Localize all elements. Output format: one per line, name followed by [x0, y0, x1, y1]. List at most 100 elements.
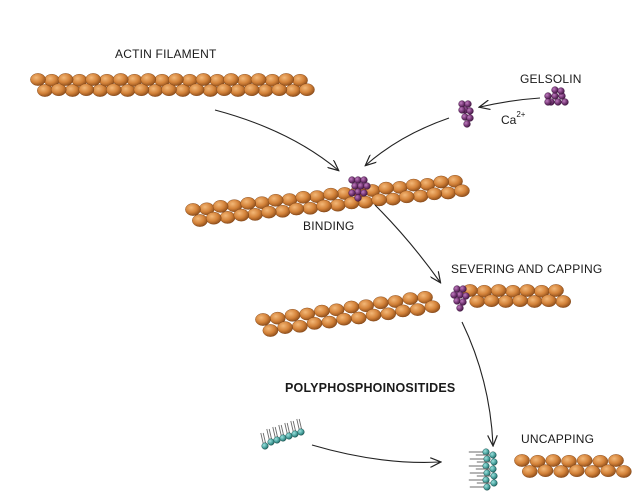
- actin-bead: [262, 324, 279, 337]
- actin-bead: [299, 83, 315, 96]
- actin-bead: [291, 319, 308, 333]
- actin-bead: [247, 208, 263, 221]
- gelsolin-cap: [450, 285, 470, 312]
- actin-bead: [212, 200, 229, 213]
- gelsolin-bead: [554, 98, 562, 106]
- actin-filament-binding: [185, 174, 470, 227]
- actin-bead: [490, 284, 507, 297]
- actin-bead: [561, 454, 577, 468]
- actin-bead: [371, 193, 388, 207]
- gelsolin-bead: [464, 100, 472, 108]
- actin-bead: [240, 197, 256, 210]
- actin-bead: [402, 292, 419, 305]
- actin-bead: [514, 454, 530, 467]
- actin-bead: [57, 73, 74, 86]
- actin-filament-uncapped: [514, 454, 632, 478]
- actin-bead: [395, 304, 411, 318]
- actin-bead: [405, 178, 422, 192]
- actin-bead: [522, 465, 538, 478]
- lipid-molecule: [469, 469, 491, 477]
- gelsolin-bead: [466, 114, 474, 122]
- arrow-severing-to-uncapping: [461, 321, 493, 445]
- lipids-bound: [468, 448, 498, 491]
- lipid-molecule: [266, 428, 275, 446]
- lipid-molecule: [260, 432, 269, 450]
- actin-bead: [219, 211, 236, 224]
- actin-bead: [350, 311, 367, 325]
- actin-bead: [106, 83, 122, 96]
- lipid-molecule: [468, 462, 490, 470]
- label-gelsolin: GELSOLIN: [520, 72, 582, 86]
- actin-bead: [288, 202, 305, 216]
- actin-bead: [569, 464, 585, 478]
- actin-bead: [343, 300, 360, 314]
- gelsolin-bead: [351, 182, 359, 190]
- gelsolin-bead: [459, 285, 467, 293]
- actin-bead: [545, 454, 562, 467]
- actin-filament-capped: [462, 284, 572, 308]
- actin-bead: [329, 198, 346, 212]
- actin-bead: [274, 204, 291, 218]
- actin-bead: [295, 190, 312, 204]
- actin-bead: [541, 294, 557, 308]
- label-actin-filament: ACTIN FILAMENT: [115, 47, 217, 61]
- actin-bead: [385, 192, 401, 206]
- arrow-binding-to-severing: [374, 204, 440, 282]
- arrow-lipid-to-uncapping: [311, 444, 440, 462]
- label-polyphosphoinositides: POLYPHOSPHOINOSITIDES: [285, 381, 456, 395]
- lipid-molecule: [290, 420, 299, 438]
- actin-bead: [316, 199, 332, 213]
- gelsolin-bound: [348, 176, 371, 202]
- gelsolin-bead: [354, 194, 362, 202]
- gelsolin-bead: [551, 86, 559, 94]
- lipid-molecule: [468, 448, 490, 456]
- actin-bead: [426, 187, 443, 201]
- actin-bead: [185, 203, 201, 216]
- actin-bead: [616, 465, 632, 478]
- actin-bead: [255, 313, 271, 326]
- actin-bead: [267, 193, 284, 207]
- actin-bead: [133, 83, 150, 96]
- actin-bead: [216, 83, 232, 96]
- actin-bead: [398, 190, 415, 204]
- actin-bead: [30, 73, 46, 86]
- actin-bead: [519, 284, 536, 297]
- actin-bead: [600, 464, 617, 478]
- lipid-molecule: [476, 458, 498, 466]
- gelsolin-bead: [360, 176, 368, 184]
- lipids-free: [260, 418, 305, 450]
- gelsolin-bead: [348, 176, 356, 184]
- actin-bead: [278, 73, 295, 86]
- lipid-molecule: [475, 451, 497, 459]
- lipid-molecule: [272, 426, 281, 444]
- actin-bead: [250, 73, 267, 86]
- actin-bead: [412, 189, 429, 203]
- actin-bead: [78, 83, 95, 96]
- lipid-molecule: [468, 476, 490, 484]
- actin-bead: [512, 294, 529, 308]
- gelsolin-bead: [456, 304, 464, 312]
- gelsolin-molecules: [348, 86, 569, 312]
- lipid-molecule: [469, 483, 491, 491]
- actin-bead: [192, 214, 208, 227]
- arrow-actin-to-binding: [214, 109, 338, 170]
- actin-bead: [243, 83, 260, 96]
- lipid-molecule: [476, 479, 498, 487]
- gelsolin-bead: [348, 189, 356, 197]
- lipid-molecule: [278, 424, 287, 442]
- actin-bead: [440, 186, 456, 200]
- actin-bead: [608, 454, 624, 467]
- actin-bead: [537, 464, 554, 478]
- gelsolin-bead: [544, 92, 552, 100]
- gelsolin-bead: [463, 120, 471, 128]
- actin-bead: [223, 73, 239, 86]
- actin-bead: [576, 454, 593, 467]
- actin-bead: [50, 83, 67, 96]
- gelsolin-bead: [450, 291, 458, 299]
- process-arrows: [214, 97, 541, 462]
- actin-bead: [454, 184, 470, 197]
- actin-bead: [188, 83, 205, 96]
- calcium-symbol: Ca: [501, 113, 517, 127]
- gelsolin-inactive: [544, 86, 569, 106]
